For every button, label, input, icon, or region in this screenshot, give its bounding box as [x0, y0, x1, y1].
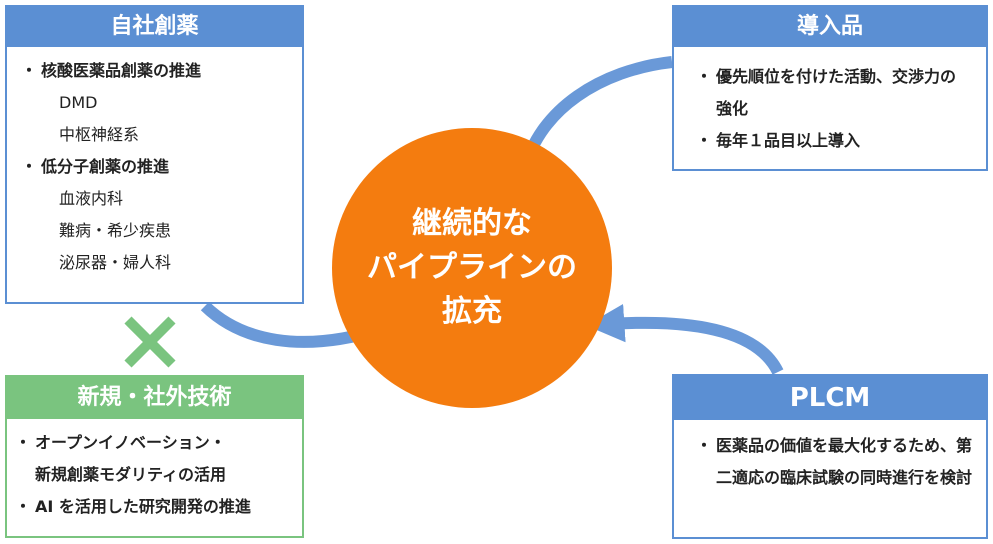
new-tech-item: オープンイノベーション・: [15, 427, 302, 459]
in-house-title: 自社創薬: [7, 7, 302, 47]
in-house-item: 低分子創薬の推進: [21, 151, 302, 183]
in-house-box: 自社創薬 核酸医薬品創薬の推進 DMD 中枢神経系 低分子創薬の推進 血液内科 …: [5, 5, 304, 304]
in-house-item: 核酸医薬品創薬の推進: [21, 55, 302, 87]
new-tech-title: 新規・社外技術: [7, 377, 302, 419]
in-house-body: 核酸医薬品創薬の推進 DMD 中枢神経系 低分子創薬の推進 血液内科 難病・希少…: [7, 47, 302, 279]
in-house-sub-item: 泌尿器・婦人科: [59, 253, 172, 272]
in-license-item: 毎年１品目以上導入: [696, 125, 976, 157]
new-tech-item-cont: 新規創薬モダリティの活用: [35, 465, 227, 484]
plcm-item: 医薬品の価値を最大化するため、第二適応の臨床試験の同時進行を検討: [696, 430, 978, 494]
new-tech-body: オープンイノベーション・ 新規創薬モダリティの活用 AI を活用した研究開発の推…: [7, 419, 302, 523]
center-line: 継続的な: [412, 206, 532, 241]
in-license-body: 優先順位を付けた活動、交渉力の強化 毎年１品目以上導入: [674, 47, 986, 157]
in-house-sub-item: 血液内科: [59, 189, 124, 208]
in-license-item: 優先順位を付けた活動、交渉力の強化: [696, 61, 966, 125]
new-tech-box: 新規・社外技術 オープンイノベーション・ 新規創薬モダリティの活用 AI を活用…: [5, 375, 304, 538]
in-house-sub-item: 難病・希少疾患: [59, 221, 172, 240]
center-circle: 継続的な パイプラインの 拡充: [332, 128, 612, 408]
arrow-plcm-to-center: [586, 303, 784, 375]
in-house-sub-item: DMD: [59, 93, 98, 112]
plcm-body: 医薬品の価値を最大化するため、第二適応の臨床試験の同時進行を検討: [674, 420, 986, 494]
new-tech-item: AI を活用した研究開発の推進: [15, 491, 302, 523]
in-license-box: 導入品 優先順位を付けた活動、交渉力の強化 毎年１品目以上導入: [672, 5, 988, 171]
in-house-sub-item: 中枢神経系: [59, 125, 140, 144]
center-line: パイプラインの: [367, 250, 577, 285]
in-license-title: 導入品: [674, 7, 986, 47]
plcm-title: PLCM: [674, 376, 986, 420]
cross-icon: [124, 316, 176, 368]
center-line: 拡充: [442, 294, 502, 329]
plcm-box: PLCM 医薬品の価値を最大化するため、第二適応の臨床試験の同時進行を検討: [672, 374, 988, 539]
